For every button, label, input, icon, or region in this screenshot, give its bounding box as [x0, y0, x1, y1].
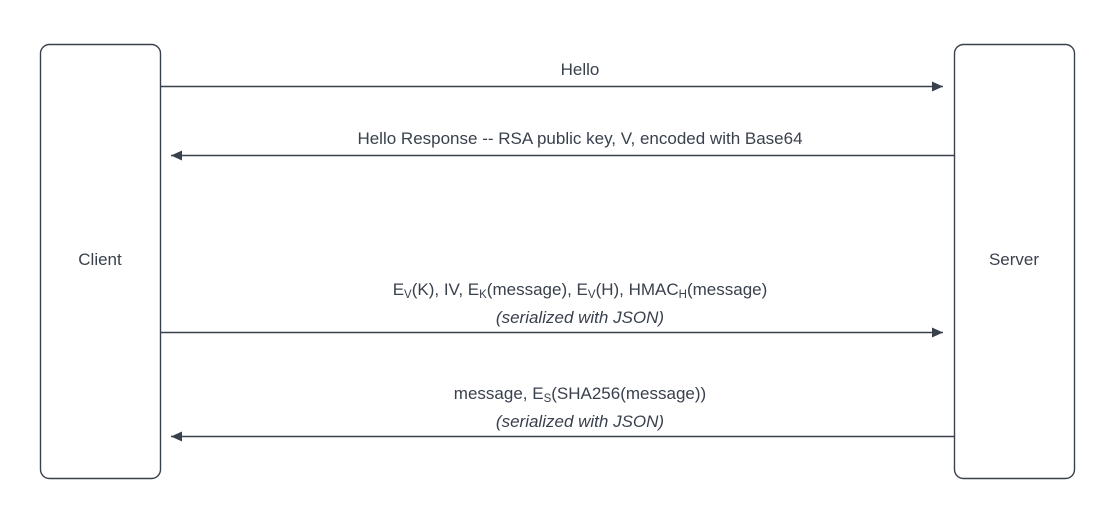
participant-box-client[interactable]	[39, 43, 162, 480]
participant-label-client: Client	[78, 250, 122, 269]
message-label-signed-response: message, ES(SHA256(message)) (serialized…	[330, 381, 830, 434]
formula-part: message, E	[453, 384, 544, 403]
message-label-hello-line-1: Hello	[560, 60, 600, 79]
formula-subscript: V	[587, 289, 596, 301]
formula-part: (message), E	[486, 280, 588, 299]
message-label-signed-response-line-2: (serialized with JSON)	[495, 412, 665, 431]
message-label-hello-response: Hello Response -- RSA public key, V, enc…	[230, 126, 930, 151]
formula-part: (K), IV, E	[411, 280, 480, 299]
participant-box-server[interactable]	[953, 43, 1076, 480]
message-label-encrypted-payload-line-2: (serialized with JSON)	[495, 308, 665, 327]
formula-part: (message)	[686, 280, 768, 299]
formula-part: (SHA256(message))	[551, 384, 707, 403]
formula-subscript: S	[543, 393, 552, 405]
message-label-hello-response-line-1: Hello Response -- RSA public key, V, enc…	[357, 129, 803, 148]
formula-part: E	[392, 280, 405, 299]
participant-label-server: Server	[988, 250, 1040, 269]
formula-subscript: V	[404, 289, 412, 301]
message-label-signed-response-line-1: message, ES(SHA256(message))	[330, 381, 830, 409]
message-label-encrypted-payload-line-1: EV(K), IV, EK(message), EV(H), HMACH(mes…	[280, 277, 880, 305]
formula-subscript: H	[678, 289, 687, 301]
message-label-encrypted-payload: EV(K), IV, EK(message), EV(H), HMACH(mes…	[280, 277, 880, 330]
formula-part: (H), HMAC	[595, 280, 679, 299]
message-label-hello: Hello	[400, 57, 760, 82]
formula-subscript: K	[479, 289, 487, 301]
